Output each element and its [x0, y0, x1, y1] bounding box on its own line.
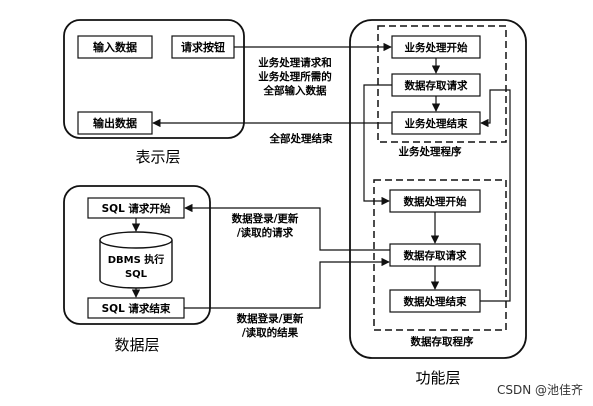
arrow-data-end-to-business-end [480, 89, 511, 302]
data-end-label: 数据处理结束 [403, 295, 467, 308]
dbms-label-line1: DBMS 执行 [108, 253, 165, 266]
output-data-label: 输出数据 [93, 116, 137, 130]
function-layer-container [349, 19, 527, 359]
data-layer-container [63, 185, 211, 325]
sql-request-end-label: SQL 请求结束 [102, 302, 171, 315]
function-layer: 业务处理开始 数据存取请求 业务处理结束 业务处理程序 数据处理开始 数据存取请… [349, 19, 527, 387]
db-request-line1: 数据登录/更新 [231, 212, 299, 225]
data-start-label: 数据处理开始 [403, 195, 467, 208]
dbms-label-line2: SQL [125, 269, 148, 280]
cross-layer-flows: 业务处理请求和 业务处理所需的 全部输入数据 全部处理结束 数据登录/更新 /读… [152, 42, 392, 339]
data-program-box [373, 179, 507, 331]
request-flow-line2: 业务处理所需的 [258, 70, 332, 83]
request-flow-line1: 业务处理请求和 [258, 56, 332, 69]
database-icon [99, 231, 173, 289]
presentation-layer: 输入数据 请求按钮 输出数据 表示层 [63, 19, 245, 166]
db-result-line1: 数据登录/更新 [236, 312, 304, 325]
all-done-label: 全部处理结束 [269, 132, 333, 145]
request-button-label: 请求按钮 [181, 40, 225, 54]
presentation-layer-container [63, 19, 245, 139]
arrow-data-access-to-sql-start [184, 203, 390, 251]
arrow-sql-end-to-data-access [184, 257, 390, 309]
db-result-line2: /读取的结果 [242, 326, 299, 339]
business-program-box [377, 25, 507, 143]
business-program-label: 业务处理程序 [399, 145, 462, 158]
db-request-line2: /读取的请求 [237, 226, 294, 239]
input-data-box [77, 35, 153, 59]
business-end-label: 业务处理结束 [405, 117, 468, 130]
data-access-label: 数据存取请求 [403, 249, 467, 262]
data-layer: SQL 请求开始 DBMS 执行 SQL SQL 请求结束 数据层 [63, 185, 211, 354]
arrow-business-access-to-data-start [363, 84, 392, 206]
data-layer-title: 数据层 [114, 336, 159, 354]
data-program-label: 数据存取程序 [410, 335, 474, 348]
function-layer-title: 功能层 [415, 369, 460, 387]
sql-request-start-label: SQL 请求开始 [102, 202, 171, 215]
input-data-label: 输入数据 [93, 40, 137, 54]
csdn-watermark: CSDN @池佳齐 [496, 383, 583, 397]
business-start-label: 业务处理开始 [405, 41, 468, 54]
output-data-box [77, 111, 153, 135]
presentation-layer-title: 表示层 [135, 148, 180, 166]
request-flow-line3: 全部输入数据 [263, 84, 327, 97]
business-access-label: 数据存取请求 [404, 79, 468, 92]
